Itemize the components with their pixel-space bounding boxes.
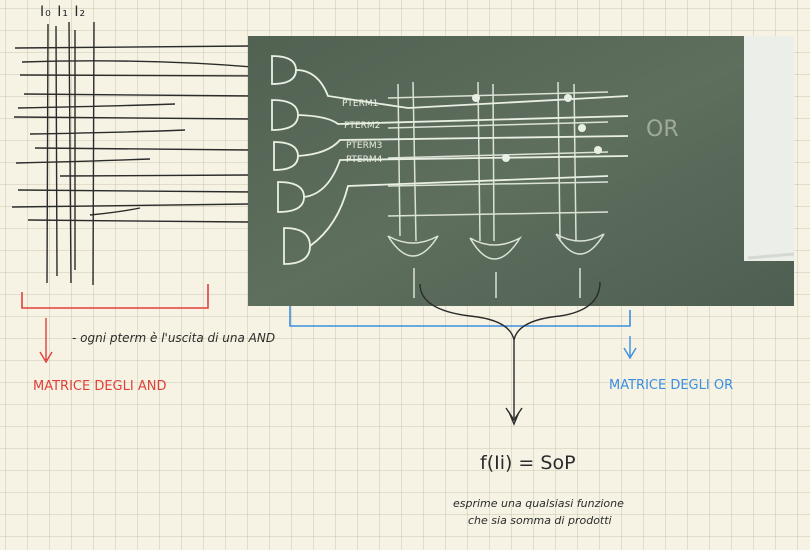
- and-matrix-label: MATRICE DEGLI AND: [33, 379, 167, 394]
- and-arrow: [39, 318, 53, 364]
- and-note: - ogni pterm è l'uscita di una AND: [72, 331, 276, 345]
- chalkboard-photo: PTERM1 PTERM2 PTERM3 PTERM4 OR: [248, 36, 794, 306]
- description-line-1: esprime una qualsiasi funzione: [453, 497, 624, 510]
- and-gate-drawings: [271, 55, 629, 265]
- brace: [419, 281, 601, 341]
- pterm-label: PTERM2: [344, 121, 380, 131]
- pterm-label: PTERM4: [346, 155, 383, 165]
- input-line-i0: [46, 23, 49, 284]
- pterm-label: PTERM1: [342, 99, 378, 109]
- formula: f(Ii) = SoP: [480, 452, 576, 474]
- and-bracket: [21, 284, 209, 309]
- description-line-2: che sia somma di prodotti: [468, 514, 612, 527]
- down-arrow: [505, 340, 523, 426]
- or-bracket: [289, 306, 631, 327]
- board-side-text: OR: [646, 117, 679, 142]
- input-line-i2: [92, 21, 95, 286]
- or-arrow: [623, 336, 637, 360]
- or-matrix-label: MATRICE DEGLI OR: [609, 378, 734, 393]
- pterm-label: PTERM3: [346, 141, 382, 151]
- input-line-i1: [68, 21, 72, 284]
- or-matrix-drawing: [387, 81, 609, 298]
- and-matrix-sketch: [11, 21, 266, 286]
- crosspoint-dots: [472, 94, 602, 162]
- input-labels: I₀ I₁ I₂: [40, 4, 87, 20]
